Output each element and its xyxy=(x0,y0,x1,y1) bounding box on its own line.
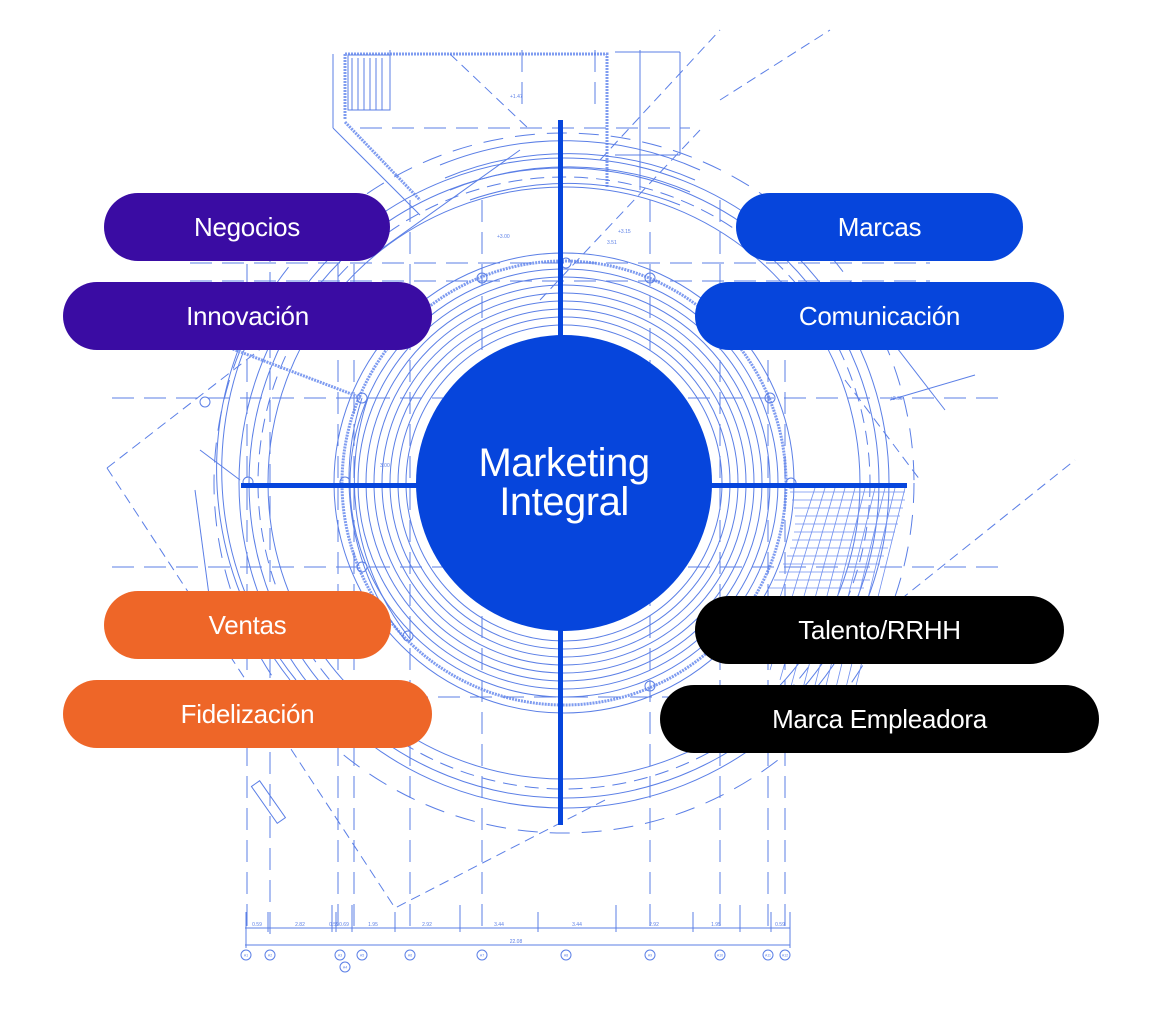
axis-vertical-top xyxy=(558,120,563,338)
axis-marker-circle xyxy=(762,949,774,961)
dimension-label: 0.59 xyxy=(329,922,339,928)
dimension-label: 0.59 xyxy=(775,922,785,928)
axis-marker-label: A12 xyxy=(782,954,788,958)
axis-marker-circle xyxy=(334,949,346,961)
pill-ventas: Ventas xyxy=(104,591,391,659)
pill-fidelizacion: Fidelización xyxy=(63,680,432,748)
axis-marker-circle xyxy=(644,949,656,961)
axis-marker-label: A3 xyxy=(338,954,342,958)
blueprint-diagonals: +2.90 +3.00 +3.15 3.51 3.00 xyxy=(106,29,1076,909)
svg-text:3.00: 3.00 xyxy=(380,463,390,469)
dimension-label: 2.82 xyxy=(295,922,305,928)
axis-horizontal-left xyxy=(241,483,419,488)
dimension-label: 2.92 xyxy=(422,922,432,928)
axis-marker-circle xyxy=(560,949,572,961)
pill-marca-empleadora: Marca Empleadora xyxy=(660,685,1099,753)
axis-marker-circle xyxy=(476,949,488,961)
pill-innovacion: Innovación xyxy=(63,282,432,350)
axis-marker-label: A2 xyxy=(268,954,272,958)
axis-marker-circle xyxy=(240,949,252,961)
hub-marketing-integral: Marketing Integral xyxy=(416,335,712,631)
dimension-label: 1.95 xyxy=(711,922,721,928)
pill-comunicacion: Comunicación xyxy=(695,282,1064,350)
blueprint-left-walls xyxy=(194,344,412,825)
axis-marker-label: A6 xyxy=(408,954,412,958)
axis-marker-label: A9 xyxy=(648,954,652,958)
axis-vertical-bottom xyxy=(558,628,563,825)
axis-marker-circle xyxy=(404,949,416,961)
svg-text:+3.15: +3.15 xyxy=(618,229,631,235)
pill-negocios: Negocios xyxy=(104,193,390,261)
axis-marker-circle xyxy=(779,949,791,961)
dimension-label: 0.69 xyxy=(339,922,349,928)
axis-marker-label: A11 xyxy=(765,954,771,958)
svg-text:3.51: 3.51 xyxy=(607,240,617,246)
pill-talento-rrhh: Talento/RRHH xyxy=(695,596,1064,664)
axis-marker-circle xyxy=(339,961,351,973)
dimension-label: 3.44 xyxy=(494,922,504,928)
axis-marker-label: A10 xyxy=(717,954,723,958)
dimension-label: 0.59 xyxy=(252,922,262,928)
svg-text:+1.47: +1.47 xyxy=(510,94,523,100)
axis-marker-label: A5 xyxy=(360,954,364,958)
dimension-label: 1.95 xyxy=(368,922,378,928)
blueprint-top-block: +1.47 xyxy=(332,29,721,216)
total-dimension-label: 22.08 xyxy=(510,939,523,945)
axis-marker-circle xyxy=(714,949,726,961)
axis-horizontal-right xyxy=(709,483,907,488)
axis-marker-circle xyxy=(356,949,368,961)
blueprint-dimension-strip xyxy=(245,905,791,948)
dimension-label: 2.92 xyxy=(649,922,659,928)
axis-marker-circle xyxy=(264,949,276,961)
axis-marker-label: A8 xyxy=(564,954,568,958)
hub-title-line2: Integral xyxy=(499,480,629,524)
axis-marker-label: A7 xyxy=(480,954,484,958)
axis-marker-label: A1 xyxy=(244,954,248,958)
dimension-label: 3.44 xyxy=(572,922,582,928)
pill-marcas: Marcas xyxy=(736,193,1023,261)
axis-marker-label: A4 xyxy=(343,966,347,970)
svg-text:+2.90: +2.90 xyxy=(890,396,903,402)
svg-text:+3.00: +3.00 xyxy=(497,234,510,240)
hub-title-line1: Marketing xyxy=(478,441,650,485)
